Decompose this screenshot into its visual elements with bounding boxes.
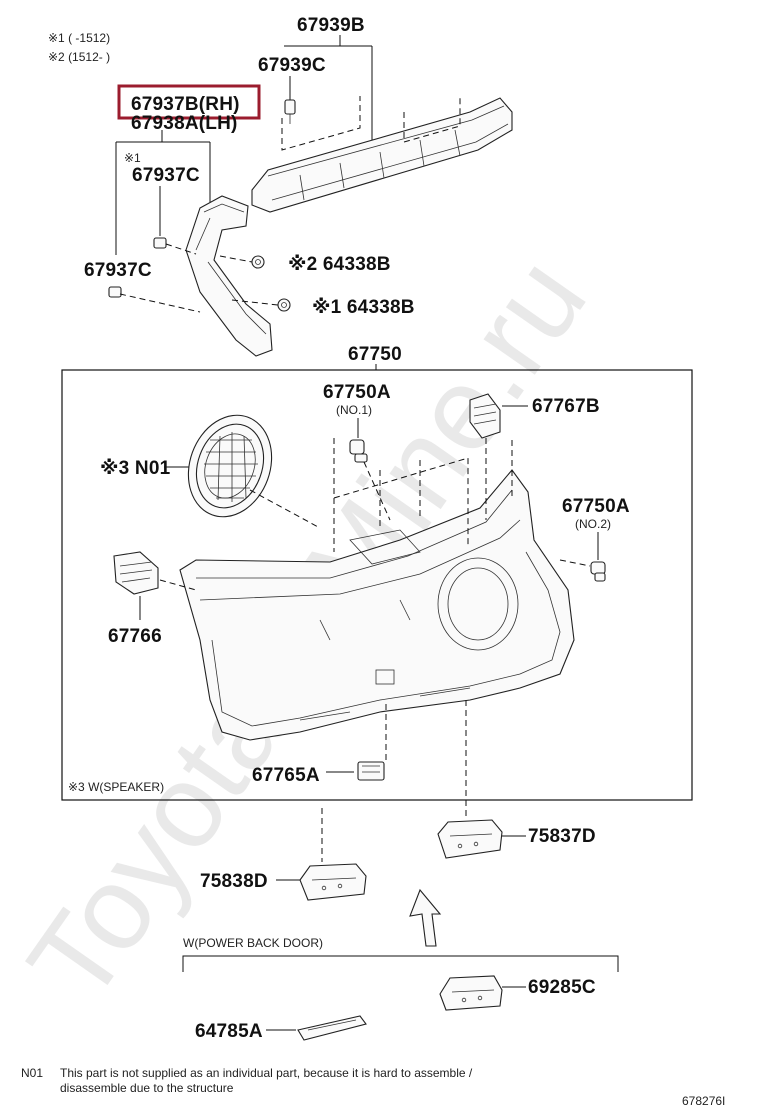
part-roof-trim-67939B xyxy=(251,97,513,213)
label-67766[interactable]: 67766 xyxy=(108,626,162,647)
part-switch-69285C xyxy=(439,975,503,1011)
label-67938A-LH[interactable]: 67938A(LH) xyxy=(131,113,238,134)
label-67937B-RH[interactable]: 67937B(RH) xyxy=(131,94,240,115)
label-69285C[interactable]: 69285C xyxy=(528,977,596,998)
part-handle-67766 xyxy=(113,551,159,595)
label-64785A[interactable]: 64785A xyxy=(195,1021,263,1042)
speaker-note: ※3 W(SPEAKER) xyxy=(68,780,164,794)
label-64338B-2[interactable]: ※2 64338B xyxy=(288,254,391,275)
label-N01[interactable]: ※3 N01 xyxy=(100,458,171,479)
label-67937C-upper[interactable]: 67937C xyxy=(132,165,200,186)
label-75837D[interactable]: 75837D xyxy=(528,826,596,847)
part-strip-64785A xyxy=(297,1015,367,1041)
label-67767B[interactable]: 67767B xyxy=(532,396,600,417)
mark-x1-upper: ※1 xyxy=(124,151,141,165)
part-cover-75838D xyxy=(299,863,367,901)
label-67750A-no2-sub: (NO.2) xyxy=(575,517,611,531)
part-cover-75837D xyxy=(437,819,503,859)
nut-64338B-2 xyxy=(251,255,265,269)
label-67939B[interactable]: 67939B xyxy=(297,15,365,36)
assembly-box-67750 xyxy=(61,369,693,801)
up-arrow-icon xyxy=(409,888,442,947)
label-64338B-1[interactable]: ※1 64338B xyxy=(312,297,415,318)
clip-67939C xyxy=(284,99,296,124)
clip-67750A-no1 xyxy=(349,439,368,463)
nut-64338B-1 xyxy=(277,298,291,312)
label-67750A-no2[interactable]: 67750A xyxy=(562,496,630,517)
part-clip-67767B xyxy=(469,393,501,439)
label-67765A[interactable]: 67765A xyxy=(252,765,320,786)
part-back-door-trim-67750 xyxy=(179,469,575,741)
footnote-code: N01 xyxy=(21,1066,43,1080)
part-pillar-trim-67937B xyxy=(185,195,273,357)
label-67939C[interactable]: 67939C xyxy=(258,55,326,76)
drawing-number: 678276I xyxy=(682,1094,725,1108)
note-2: ※2 (1512- ) xyxy=(48,50,110,64)
part-speaker-grille-N01 xyxy=(187,414,273,518)
label-75838D[interactable]: 75838D xyxy=(200,871,268,892)
clip-67937C-upper xyxy=(153,237,167,249)
clip-67937C-lower xyxy=(108,286,122,298)
footnote-line-2: disassemble due to the structure xyxy=(60,1081,234,1095)
power-back-door-label: W(POWER BACK DOOR) xyxy=(183,936,323,950)
label-67937C-lower[interactable]: 67937C xyxy=(84,260,152,281)
label-67750A-no1[interactable]: 67750A xyxy=(323,382,391,403)
footnote-line-1: This part is not supplied as an individu… xyxy=(60,1066,473,1080)
label-67750[interactable]: 67750 xyxy=(348,344,402,365)
note-1: ※1 ( -1512) xyxy=(48,31,110,45)
clip-67750A-no2 xyxy=(590,561,606,582)
highlight-box xyxy=(117,84,261,120)
part-clip-67765A xyxy=(357,761,385,781)
label-67750A-no1-sub: (NO.1) xyxy=(336,403,372,417)
